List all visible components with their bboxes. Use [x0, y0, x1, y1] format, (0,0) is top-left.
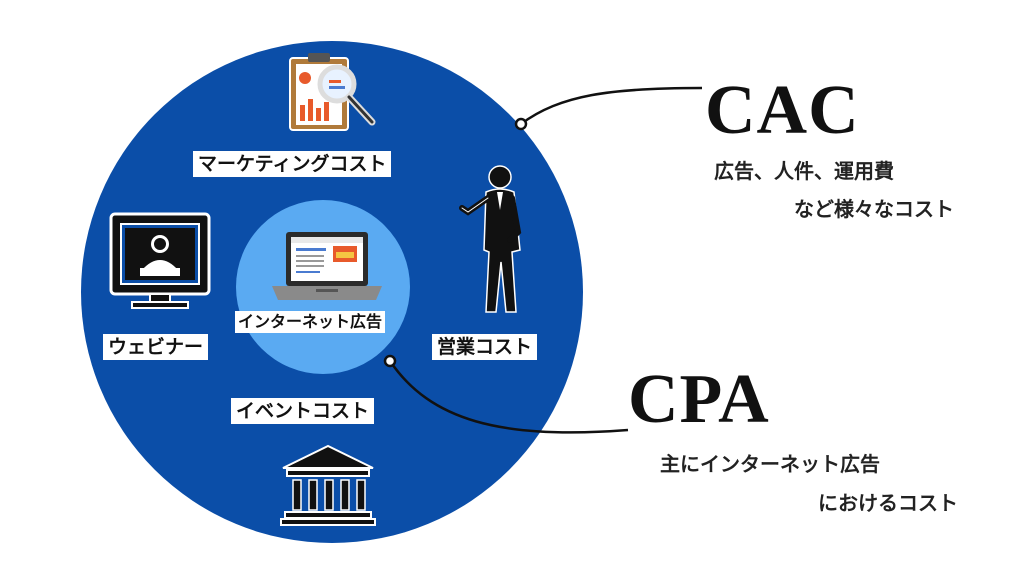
marketing-cost-label: マーケティングコスト [193, 151, 392, 177]
cac-connector-line [520, 86, 703, 126]
webinar-monitor-icon [109, 212, 211, 309]
cac-description-line1: 広告、人件、運用費 [714, 159, 894, 183]
building-columns-icon [280, 444, 376, 526]
cac-title: CAC [705, 72, 860, 149]
event-cost-label: イベントコスト [231, 398, 375, 424]
internet-ad-label: インターネット広告 [235, 311, 386, 333]
cpa-connector-dot [383, 354, 397, 368]
webinar-label: ウェビナー [103, 334, 209, 360]
cac-connector-dot [514, 117, 528, 131]
cpa-connector-line [388, 360, 629, 434]
businessman-presenting-icon [459, 165, 522, 313]
cpa-title: CPA [628, 361, 770, 438]
sales-cost-label: 営業コスト [432, 334, 538, 360]
analysis-clipboard-icon [289, 53, 376, 131]
cpa-description-line2: におけるコスト [818, 491, 958, 515]
cpa-description-line1: 主にインターネット広告 [660, 452, 880, 476]
cac-description-line2: など様々なコスト [794, 197, 954, 221]
laptop-icon [272, 232, 382, 300]
